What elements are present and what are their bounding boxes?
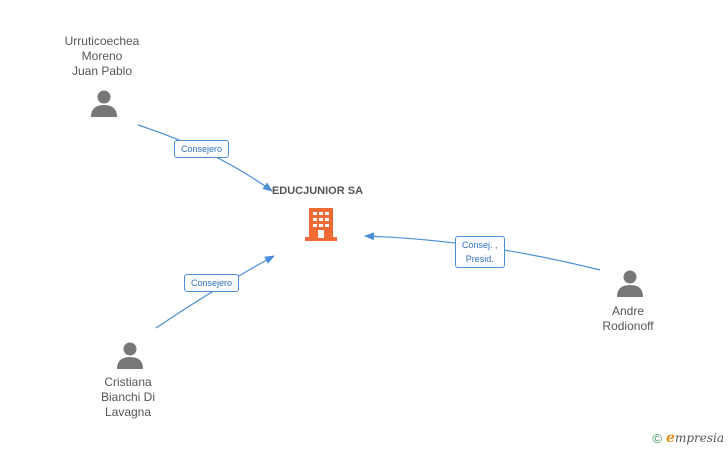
brand-logo-text: mpresia <box>674 431 724 445</box>
person-name-line: Cristiana <box>104 375 152 389</box>
edge-label-consej-presid[interactable]: Consej. , Presid. <box>455 236 505 268</box>
person-name-line: Juan Pablo <box>71 64 133 78</box>
person-icon[interactable] <box>615 268 645 298</box>
edge-label-consejero[interactable]: Consejero <box>184 274 240 292</box>
edge-cristiana <box>155 255 275 329</box>
copyright-icon: © <box>652 430 663 446</box>
person-icon[interactable] <box>89 88 119 118</box>
edge-label-consejero[interactable]: Consejero <box>174 140 230 158</box>
edge-label-text: Consejero <box>191 278 233 288</box>
person-label-urruticoechea[interactable]: Urruticoechea Moreno Juan Pablo <box>42 34 162 79</box>
company-name[interactable]: EDUCJUNIOR SA <box>271 185 364 197</box>
brand-logo-e: e <box>666 430 675 446</box>
person-name-line: Rodionoff <box>602 319 654 333</box>
building-icon[interactable] <box>305 207 337 241</box>
person-name-line: Moreno <box>81 49 123 63</box>
person-label-cristiana[interactable]: Cristiana Bianchi Di Lavagna <box>68 375 188 420</box>
edge-label-text: Consejero <box>181 144 223 154</box>
person-icon[interactable] <box>115 340 145 370</box>
person-name-line: Lavagna <box>104 405 152 419</box>
person-label-andre[interactable]: Andre Rodionoff <box>568 304 688 334</box>
person-name-line: Andre <box>611 304 645 318</box>
edge-label-text: Presid. <box>465 254 494 264</box>
brand-watermark: © empresia <box>652 430 724 446</box>
edge-label-text: Consej. , <box>462 240 498 250</box>
person-name-line: Bianchi Di <box>100 390 156 404</box>
edge-urruticoechea <box>137 124 273 192</box>
person-name-line: Urruticoechea <box>64 34 140 48</box>
brand-logo: empresia <box>666 430 724 446</box>
